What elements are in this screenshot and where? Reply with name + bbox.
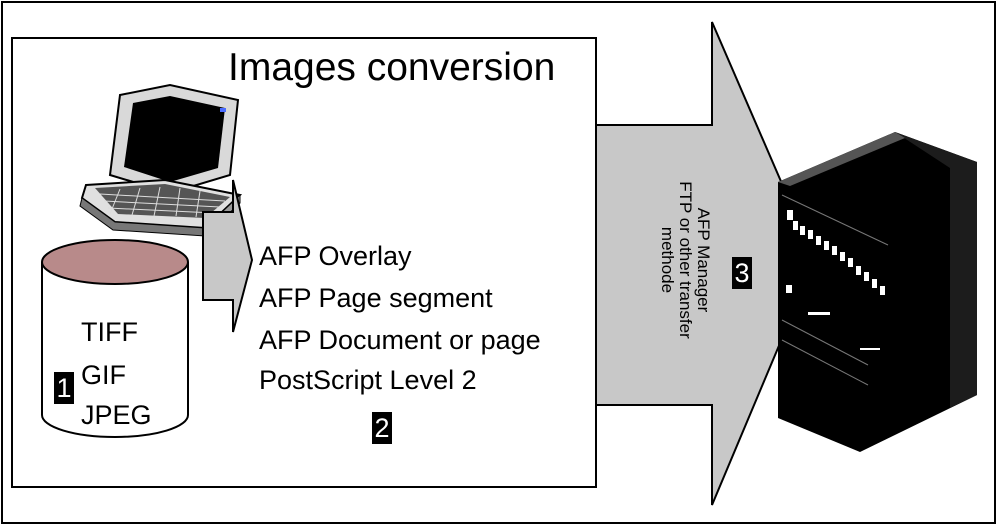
format-gif: GIF — [81, 360, 126, 390]
laptop-icon — [79, 83, 243, 238]
format-jpeg: JPEG — [81, 400, 152, 430]
step-1-badge: 1 — [54, 372, 74, 404]
output-afp-document: AFP Document or page — [259, 325, 541, 355]
panel-title: Images conversion — [228, 46, 556, 89]
step-3-badge: 3 — [732, 257, 752, 289]
format-tiff: TIFF — [81, 317, 138, 347]
output-postscript: PostScript Level 2 — [259, 365, 477, 395]
server-tower-icon — [778, 132, 977, 452]
output-afp-page-segment: AFP Page segment — [259, 283, 493, 313]
transfer-arrow — [589, 21, 817, 506]
output-afp-overlay: AFP Overlay — [259, 241, 412, 271]
step-2-badge: 2 — [372, 412, 392, 444]
database-cylinder-icon — [41, 239, 189, 438]
conversion-arrow — [202, 179, 254, 333]
transfer-label-line1: AFP Manager — [694, 207, 713, 313]
transfer-label-line3: methode — [658, 226, 677, 294]
transfer-label: AFP Manager FTP or other transfer method… — [658, 180, 713, 340]
transfer-label-line2: FTP or other transfer — [676, 181, 695, 339]
